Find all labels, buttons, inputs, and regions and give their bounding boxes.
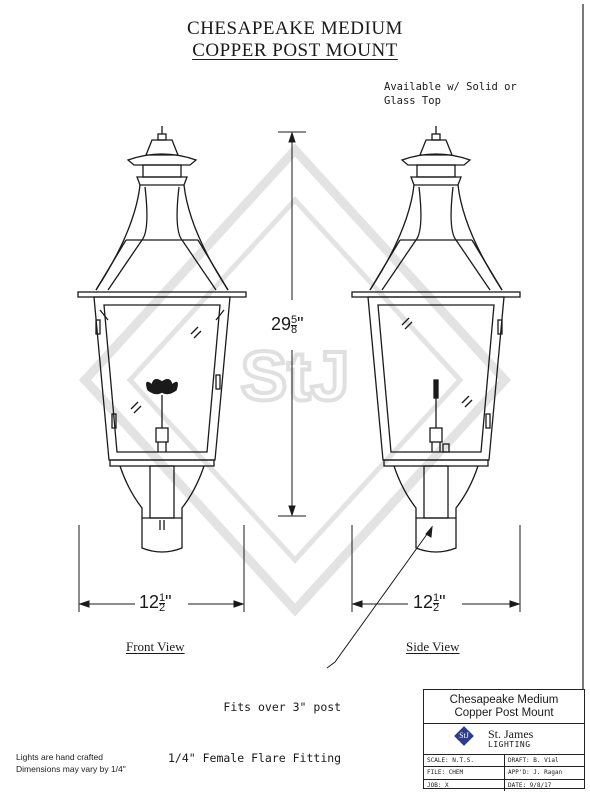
page-subtitle: COPPER POST MOUNT bbox=[192, 40, 398, 61]
title-block-product: Chesapeake Medium Copper Post Mount bbox=[424, 690, 584, 724]
brand-subtitle: LIGHTING bbox=[488, 740, 531, 749]
height-unit: " bbox=[297, 314, 304, 334]
watermark-logo bbox=[78, 143, 512, 617]
front-view-lantern bbox=[77, 126, 247, 553]
title-block: Chesapeake Medium Copper Post Mount StJ … bbox=[423, 689, 585, 791]
title-block-row: JOB: X DATE: 9/8/17 bbox=[424, 779, 584, 791]
side-view-lantern bbox=[351, 126, 521, 553]
front-width-denominator: 2 bbox=[159, 601, 166, 614]
brand-logo-text: StJ bbox=[459, 731, 469, 740]
height-dimension-line bbox=[278, 131, 306, 517]
post-fitting-note: Fits over 3" post 1/4" Female Flare Fitt… bbox=[168, 665, 341, 801]
height-denominator: 8 bbox=[291, 323, 298, 336]
front-width-numerator: 1 bbox=[159, 591, 166, 604]
page-title: CHESAPEAKE MEDIUM bbox=[187, 18, 403, 39]
brand-name: St. James bbox=[488, 727, 534, 741]
watermark-text: StJ bbox=[241, 337, 350, 415]
title-block-brand: StJ St. James LIGHTING bbox=[424, 724, 584, 755]
side-width-denominator: 2 bbox=[433, 601, 440, 614]
scale-cell: SCALE: N.T.S. bbox=[427, 757, 474, 764]
date-cell: DATE: 9/8/17 bbox=[504, 779, 584, 791]
side-view-label: Side View bbox=[406, 639, 460, 654]
file-cell: FILE: CHEM bbox=[427, 769, 464, 777]
front-width-whole: 12 bbox=[139, 592, 160, 612]
product-name-line-2: Copper Post Mount bbox=[454, 707, 554, 719]
draft-cell: DRAFT: B. Vial bbox=[504, 755, 584, 767]
side-width-unit: " bbox=[439, 592, 446, 612]
title-block-row: SCALE: N.T.S. DRAFT: B. Vial bbox=[424, 755, 584, 768]
approved-cell: APP'D: J. Ragan bbox=[504, 767, 584, 779]
side-width-numerator: 1 bbox=[433, 591, 440, 604]
width-dimension-side bbox=[351, 525, 521, 612]
footnote-line-1: Lights are hand crafted bbox=[16, 752, 103, 762]
height-whole: 29 bbox=[271, 314, 292, 334]
side-width-whole: 12 bbox=[413, 592, 434, 612]
top-option-note: Available w/ Solid or Glass Top bbox=[384, 81, 517, 107]
footnote-line-2: Dimensions may vary by 1/4" bbox=[16, 764, 126, 774]
post-callout-leader bbox=[326, 525, 433, 669]
flare-fitting-line: 1/4" Female Flare Fitting bbox=[168, 751, 342, 765]
handcrafted-note: Lights are hand crafted Dimensions may v… bbox=[16, 751, 126, 775]
title-block-row: FILE: CHEM APP'D: J. Ragan bbox=[424, 767, 584, 780]
height-numerator: 5 bbox=[291, 313, 298, 326]
post-fit-line: Fits over 3" post bbox=[223, 700, 342, 714]
job-cell: JOB: X bbox=[427, 781, 449, 789]
width-dimension-front bbox=[78, 525, 245, 612]
front-view-label: Front View bbox=[126, 639, 185, 654]
front-width-unit: " bbox=[165, 592, 172, 612]
product-name-line-1: Chesapeake Medium bbox=[449, 694, 559, 706]
